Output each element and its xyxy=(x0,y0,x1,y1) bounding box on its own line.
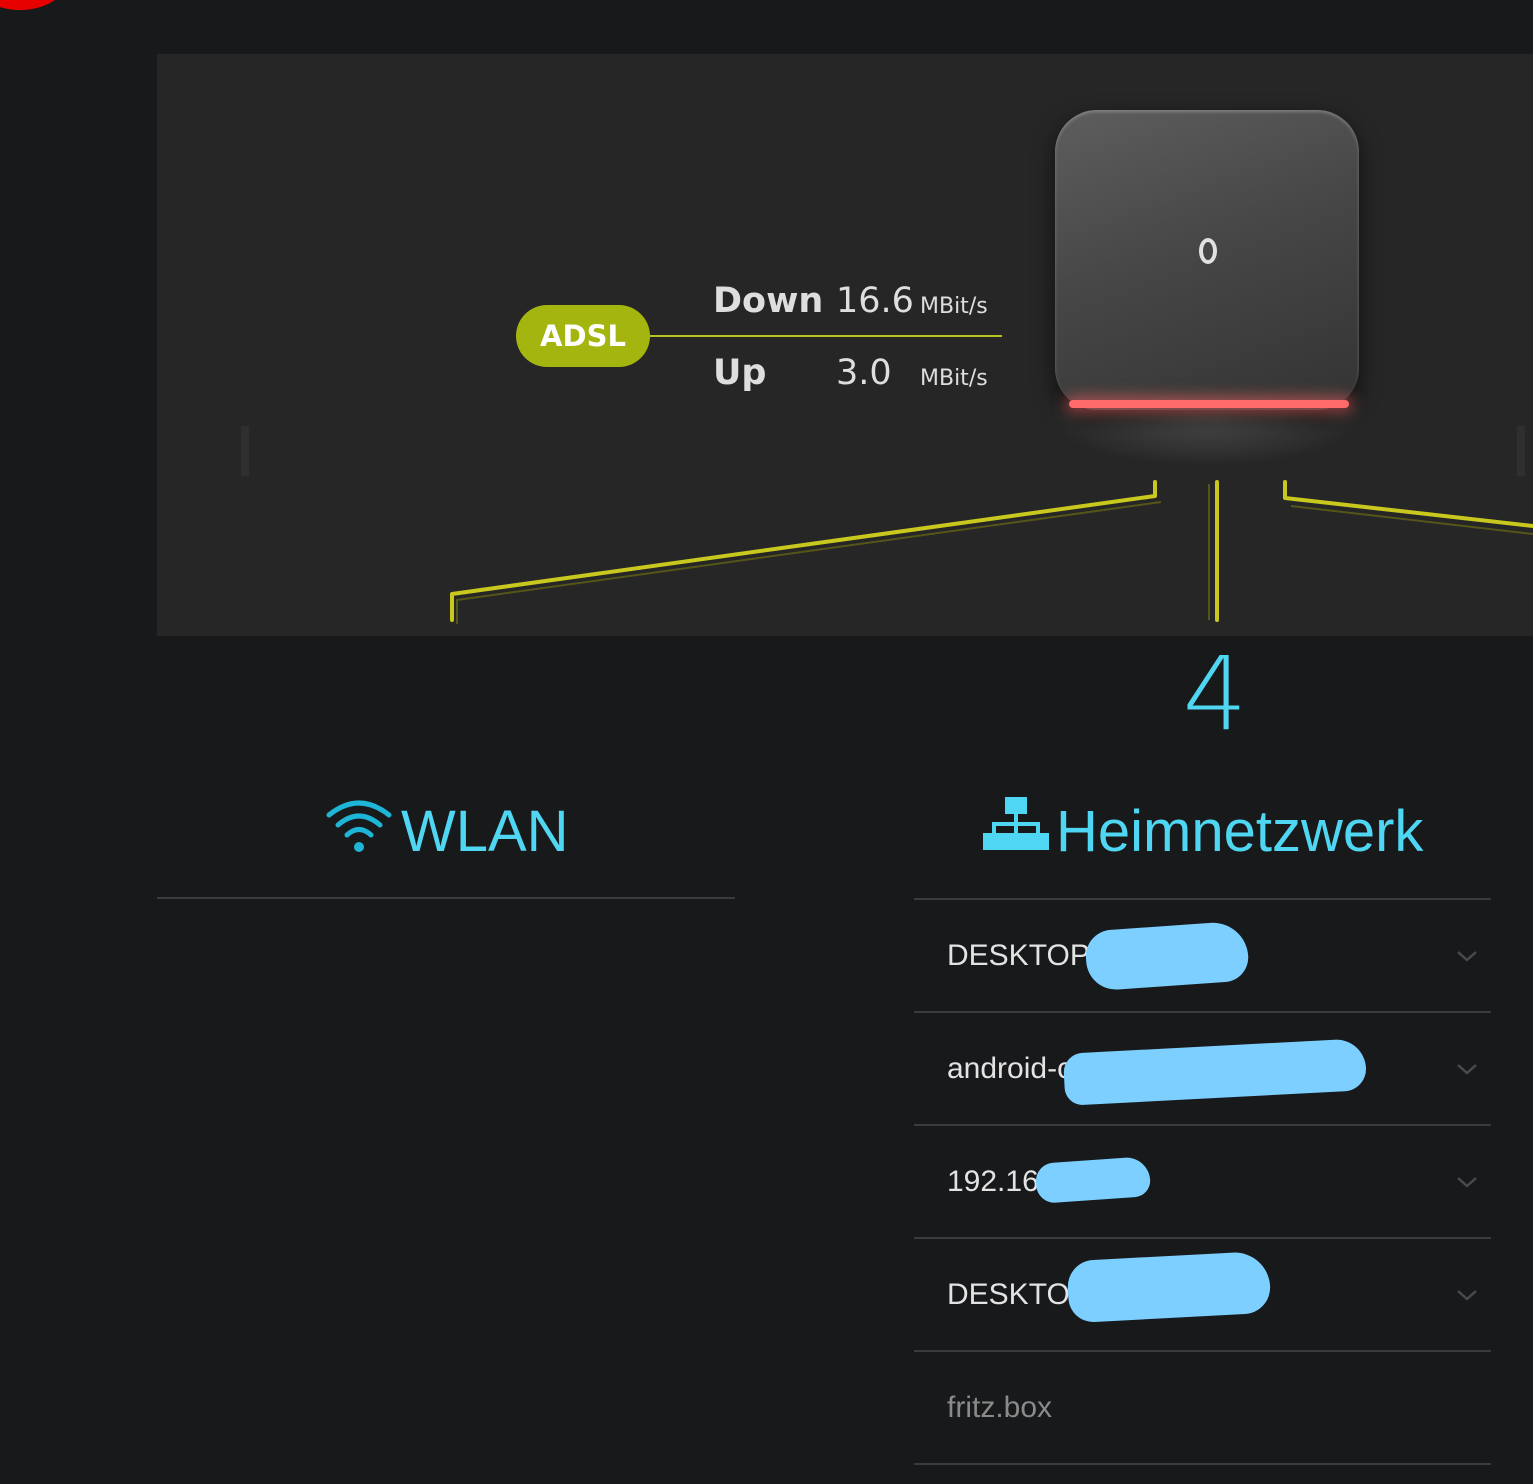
router-status-light xyxy=(1069,400,1349,408)
device-row[interactable]: DESKTO xyxy=(914,1239,1491,1352)
down-unit: MBit/s xyxy=(920,294,988,319)
home-network-title[interactable]: Heimnetzwerk xyxy=(982,796,1423,866)
device-count: 4 xyxy=(1182,635,1248,754)
redaction-mark xyxy=(1066,1250,1272,1324)
line-to-wlan xyxy=(450,480,1157,622)
line-to-right xyxy=(1283,480,1533,528)
connection-overview: ADSL Down 16.6 MBit/s Up 3.0 MBit/s xyxy=(157,54,1533,636)
scroll-right-handle[interactable] xyxy=(1517,426,1525,476)
device-name: android-c xyxy=(947,1052,1073,1085)
chevron-down-icon[interactable] xyxy=(1455,1283,1479,1307)
wlan-title-label: WLAN xyxy=(401,798,569,864)
chevron-down-icon[interactable] xyxy=(1455,1057,1479,1081)
scroll-left-handle[interactable] xyxy=(241,426,249,476)
device-name: 192.16 xyxy=(947,1165,1039,1198)
down-label: Down xyxy=(713,281,824,321)
device-row[interactable]: 192.16 xyxy=(914,1126,1491,1239)
brand-logo[interactable] xyxy=(0,0,70,10)
device-name: fritz.box xyxy=(947,1391,1053,1424)
router-shadow xyxy=(1047,406,1367,466)
wlan-divider xyxy=(157,897,735,899)
up-unit: MBit/s xyxy=(920,366,988,391)
connection-lines xyxy=(450,480,1533,624)
redaction-mark xyxy=(1084,920,1250,992)
down-value: 16.6 xyxy=(836,281,914,321)
network-icon xyxy=(982,795,1050,867)
up-label: Up xyxy=(713,353,767,393)
wlan-title[interactable]: WLAN xyxy=(323,796,569,866)
adsl-connector xyxy=(650,335,1002,337)
device-row[interactable]: android-c xyxy=(914,1013,1491,1126)
router-image xyxy=(1055,110,1359,410)
redaction-mark xyxy=(1034,1156,1152,1204)
chevron-down-icon[interactable] xyxy=(1455,1170,1479,1194)
home-network-title-label: Heimnetzwerk xyxy=(1056,798,1424,864)
router-logo-icon xyxy=(1199,238,1217,264)
device-name: DESKTO xyxy=(947,1278,1070,1311)
up-value: 3.0 xyxy=(836,353,892,393)
device-row[interactable]: fritz.box xyxy=(914,1352,1491,1465)
chevron-down-icon[interactable] xyxy=(1455,944,1479,968)
adsl-badge: ADSL xyxy=(516,305,650,367)
wifi-icon xyxy=(323,793,395,869)
